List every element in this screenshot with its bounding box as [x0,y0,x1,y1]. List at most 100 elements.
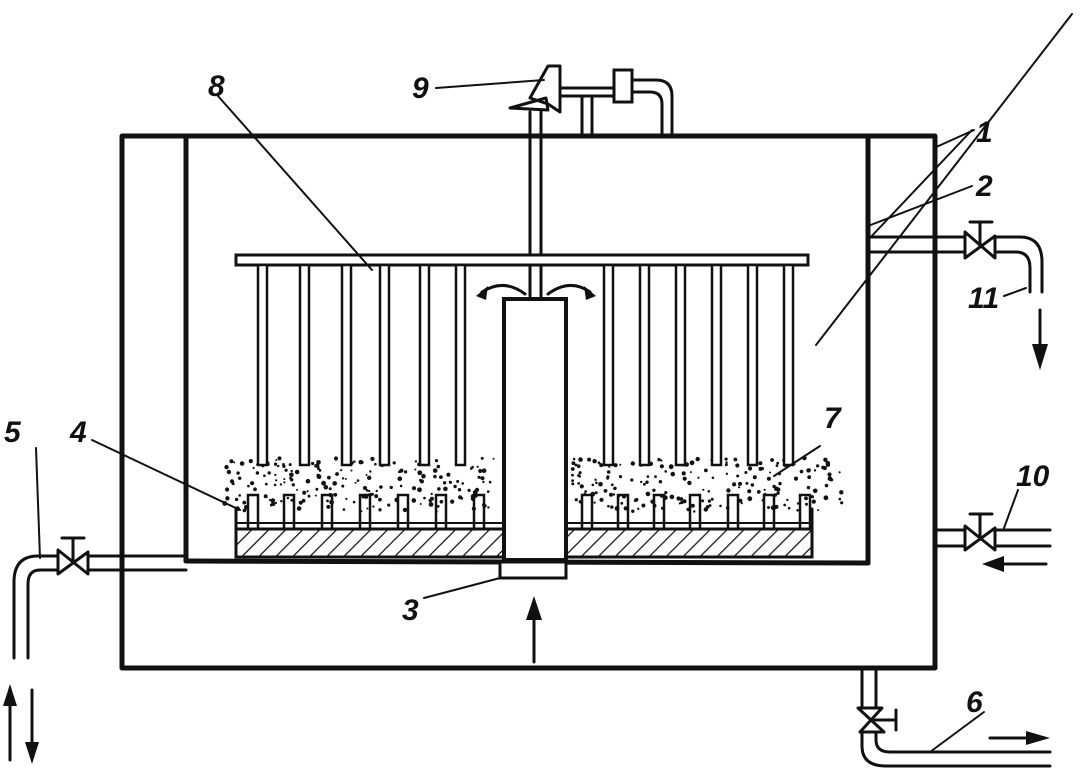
granule [761,499,765,502]
granule [341,477,345,480]
granule [571,461,576,466]
label-7: 7 [824,402,842,435]
label-1: 1 [976,116,993,149]
granule [591,483,595,487]
granule [365,489,369,492]
hanging-rods [256,263,795,467]
granule [238,494,241,497]
granule [251,493,254,497]
granule [689,471,692,474]
granule [437,487,441,491]
granule [645,491,651,497]
granule [811,499,816,504]
granule [608,465,611,468]
granule [469,467,473,470]
granule [329,499,334,505]
granule [621,494,627,499]
granule [738,498,743,503]
comb-tooth [580,493,594,529]
granule [434,459,439,463]
granule [595,481,598,485]
granule [659,494,664,498]
granule [686,507,690,512]
granule [578,457,583,462]
granule [613,487,616,491]
hanging-rod [782,263,795,467]
granule [482,480,485,484]
granule [328,487,332,491]
granule [682,499,687,504]
granule [633,499,637,502]
granule [697,476,700,479]
granule [623,506,628,511]
inlet-pipe [933,512,1052,572]
granule [247,484,250,488]
granule [332,481,338,486]
granule [592,459,597,464]
granule [275,459,278,461]
granule [783,503,787,507]
label-3: 3 [402,594,419,627]
granule [775,464,779,468]
granule [652,503,657,508]
label-6: 6 [966,686,983,719]
granule [619,463,622,466]
granule [439,475,443,479]
granule [808,468,811,471]
granule [239,461,245,466]
granule [366,507,369,510]
granule [460,496,464,500]
granule [805,502,808,506]
granule [417,470,423,476]
granule [345,497,348,500]
granule [618,495,620,498]
granule [612,493,616,496]
granule [290,498,294,502]
granule [804,496,808,501]
granule [480,476,485,481]
granule [374,494,379,499]
granule [321,480,326,486]
granule [378,508,382,512]
hanging-rod [746,263,759,467]
granule [369,470,372,473]
granule [471,506,476,511]
granule [291,483,295,487]
granule [476,465,479,468]
granule [662,495,668,501]
granule [352,500,356,504]
granule [738,486,741,489]
hanging-rod [340,263,353,467]
granule [283,506,286,509]
granule [367,475,372,480]
granule [328,493,333,497]
granule [243,502,246,505]
granule [606,470,611,474]
granule [570,467,575,471]
granule [695,456,700,462]
granule [412,498,415,501]
granule [650,499,655,504]
granule [314,494,317,497]
granule [752,475,757,480]
granule [607,504,610,508]
granule [750,483,755,487]
granule [725,461,728,464]
granule [838,471,841,474]
spray-nozzle [508,64,674,136]
label-5: 5 [4,416,22,449]
granule [773,505,777,510]
granule [279,483,283,486]
granule [579,484,584,489]
granule [738,481,742,486]
granule [577,482,581,485]
granule [758,461,763,466]
granule [306,490,309,493]
granule [333,492,338,497]
label-9: 9 [412,72,429,105]
granule [747,489,752,494]
granule [389,485,393,490]
granule [473,492,476,495]
hanging-rod [638,263,651,467]
granule [379,485,383,489]
